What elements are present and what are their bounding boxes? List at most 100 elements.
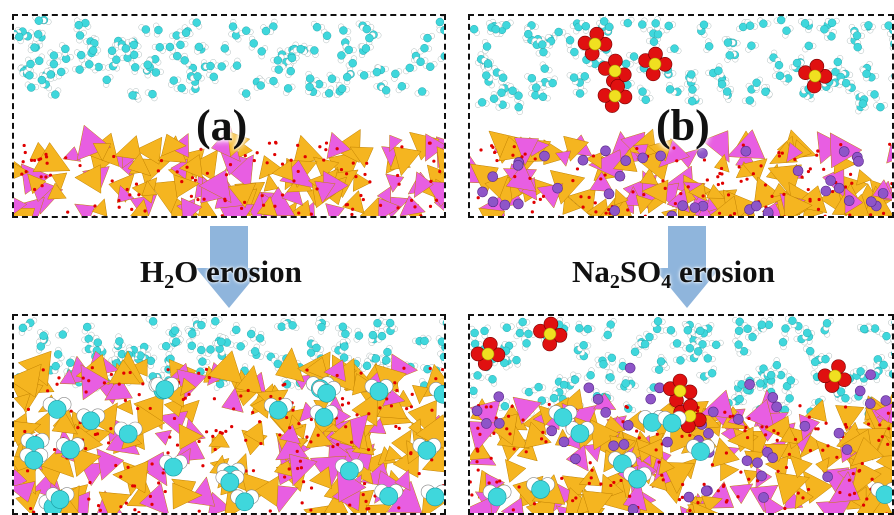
oxygen-atom <box>640 339 650 349</box>
oxygen-dot <box>379 203 383 208</box>
oxygen-dot <box>724 451 729 455</box>
oxygen-dot <box>340 403 345 407</box>
oxygen-dot <box>361 493 365 497</box>
oxygen-dot <box>532 200 536 204</box>
oxygen-dot <box>816 207 821 211</box>
tetrahedron <box>352 171 372 192</box>
sodium-ion <box>771 401 782 413</box>
oxygen-dot <box>368 180 372 184</box>
oxygen-atom <box>774 60 784 70</box>
oxygen-dot <box>558 215 561 216</box>
oxygen-dot <box>128 370 132 375</box>
sodium-ion <box>539 150 550 162</box>
oxygen-atom <box>645 332 654 342</box>
sodium-ion <box>751 200 762 212</box>
oxygen-dot <box>324 148 328 152</box>
penetrated-water-layer <box>19 376 444 513</box>
oxygen-dot <box>349 440 354 444</box>
oxygen-dot <box>885 512 888 513</box>
tetrahedron <box>815 457 830 475</box>
oxygen-atom <box>514 91 523 100</box>
oxygen-atom <box>630 347 640 357</box>
panel-label-a: (a) <box>196 101 248 150</box>
oxygen-atom <box>482 71 491 80</box>
oxygen-dot <box>430 408 434 412</box>
sodium-ion <box>822 471 833 483</box>
oxygen-dot <box>309 508 313 512</box>
oxygen-dot <box>489 405 493 409</box>
oxygen-atom <box>249 39 258 48</box>
oxygen-dot <box>772 429 776 433</box>
oxygen-dot <box>524 450 528 454</box>
oxygen-dot <box>137 393 141 397</box>
oxygen-atom <box>666 326 676 335</box>
oxygen-atom <box>177 83 186 93</box>
oxygen-dot <box>280 193 285 197</box>
oxygen-atom <box>115 337 124 346</box>
oxygen-dot <box>743 429 747 433</box>
oxygen-dot <box>590 468 594 472</box>
sulfur-atom <box>481 347 495 361</box>
oxygen-atom <box>131 63 140 72</box>
tetrahedron <box>14 162 30 179</box>
tetrahedron <box>804 399 827 423</box>
tetrahedron <box>775 472 811 506</box>
oxygen-dot <box>90 366 94 370</box>
sodium-ion <box>614 170 626 182</box>
oxygen-dot <box>847 478 852 482</box>
oxygen-atom <box>821 354 830 364</box>
oxygen-dot <box>335 147 339 151</box>
oxygen-atom <box>57 67 66 77</box>
oxygen-atom <box>698 340 707 349</box>
tetrahedron <box>206 350 243 385</box>
oxygen-dot <box>747 477 751 481</box>
oxygen-dot <box>367 412 371 416</box>
oxygen-dot <box>688 508 692 513</box>
oxygen-dot <box>409 405 413 409</box>
sodium-ion <box>637 152 649 164</box>
hydrogen-atom <box>443 340 444 344</box>
oxygen-dot <box>239 206 244 210</box>
tetrahedron <box>567 187 596 216</box>
oxygen-dot <box>880 435 884 439</box>
oxygen-atom <box>273 56 283 65</box>
oxygen-dot <box>137 510 141 513</box>
oxygen-atom <box>442 319 444 327</box>
oxygen-atom <box>197 345 206 355</box>
tetrahedron <box>789 455 813 479</box>
oxygen-atom <box>198 357 207 366</box>
oxygen-dot <box>806 487 811 492</box>
sodium-ion <box>853 156 864 167</box>
oxygen-dot <box>489 456 493 460</box>
oxygen-dot <box>55 382 59 386</box>
oxygen-dot <box>199 147 203 151</box>
tetrahedron <box>62 146 82 162</box>
oxygen-dot <box>541 430 545 434</box>
oxygen-dot <box>395 388 399 393</box>
oxygen-atom <box>35 56 44 66</box>
oxygen-atom <box>339 353 349 362</box>
oxygen-dot <box>309 212 313 216</box>
hydrogen-atom <box>445 31 446 37</box>
oxygen-dot <box>32 510 36 513</box>
tetrahedron <box>91 198 108 216</box>
tetrahedron <box>74 164 102 194</box>
oxygen-atom <box>527 74 537 83</box>
oxygen-atom <box>39 331 48 340</box>
oxygen-dot <box>296 466 300 471</box>
oxygen-atom <box>524 387 534 397</box>
ion-layer <box>477 26 889 216</box>
oxygen-atom <box>194 42 204 52</box>
tetrahedron <box>74 203 96 216</box>
oxygen-dot <box>438 169 442 174</box>
tetrahedron <box>14 197 28 215</box>
oxygen-dot <box>821 448 825 452</box>
oxygen-atom <box>354 331 364 340</box>
oxygen-dot <box>445 216 446 218</box>
oxygen-atom <box>337 84 347 93</box>
tetrahedron <box>47 182 67 200</box>
sulfur-atom <box>648 57 662 71</box>
oxygen-dot <box>393 381 397 385</box>
oxygen-dot <box>593 201 597 205</box>
oxygen-atom <box>498 73 508 82</box>
